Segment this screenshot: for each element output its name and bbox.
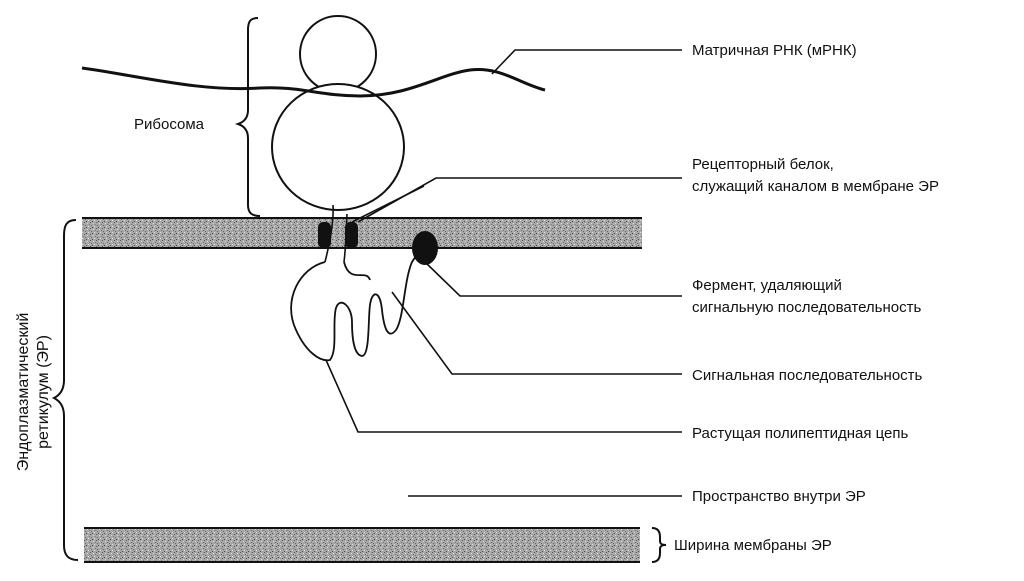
label-er-line1: Эндоплазматический xyxy=(15,313,32,472)
label-enzyme-line2: сигнальную последовательность xyxy=(692,299,921,316)
receptor-channel-protein-right xyxy=(345,222,358,248)
label-signal-sequence: Сигнальная последовательность xyxy=(692,367,923,384)
leader-lines xyxy=(325,49,682,497)
label-er-lumen: Пространство внутри ЭР xyxy=(692,488,866,505)
receptor-leader-line-1 xyxy=(357,177,682,223)
signal-sequence-leader-line xyxy=(391,291,682,375)
label-membrane-width: Ширина мембраны ЭР xyxy=(674,537,832,554)
mrna-strand xyxy=(81,66,546,98)
ribosome-small-subunit xyxy=(299,15,377,93)
mrna-leader-line xyxy=(491,49,682,75)
signal-peptidase-enzyme xyxy=(412,231,438,265)
signal-sequence-segment xyxy=(343,261,371,281)
er-bracket xyxy=(51,219,79,561)
label-er-line2: ретикулум (ЭР) xyxy=(35,335,52,449)
growing-polypeptide-chain xyxy=(290,249,423,362)
polypeptide-channel-segment xyxy=(324,204,334,263)
receptor-leader-line-2 xyxy=(351,185,425,223)
ribosome-bracket xyxy=(234,17,261,217)
polypeptide-channel-segment-2 xyxy=(343,213,348,263)
label-polypeptide: Растущая полипептидная цепь xyxy=(692,425,909,442)
enzyme-leader-line xyxy=(424,261,682,297)
label-receptor-line1: Рецепторный белок, xyxy=(692,156,834,173)
label-ribosome: Рибосома xyxy=(134,116,205,133)
label-mrna: Матричная РНК (мРНК) xyxy=(692,42,857,59)
er-membrane-bottom xyxy=(84,527,640,563)
label-receptor-line2: служащий каналом в мембране ЭР xyxy=(692,178,939,195)
membrane-width-bracket xyxy=(651,527,667,563)
ribosome-large-subunit xyxy=(271,83,405,211)
polypeptide-leader-line xyxy=(325,359,682,433)
er-membrane-top xyxy=(82,217,642,249)
label-enzyme-line1: Фермент, удаляющий xyxy=(692,277,842,294)
er-vertical-label: Эндоплазматический ретикулум (ЭР) xyxy=(15,313,52,472)
receptor-channel-protein-left xyxy=(318,222,331,248)
